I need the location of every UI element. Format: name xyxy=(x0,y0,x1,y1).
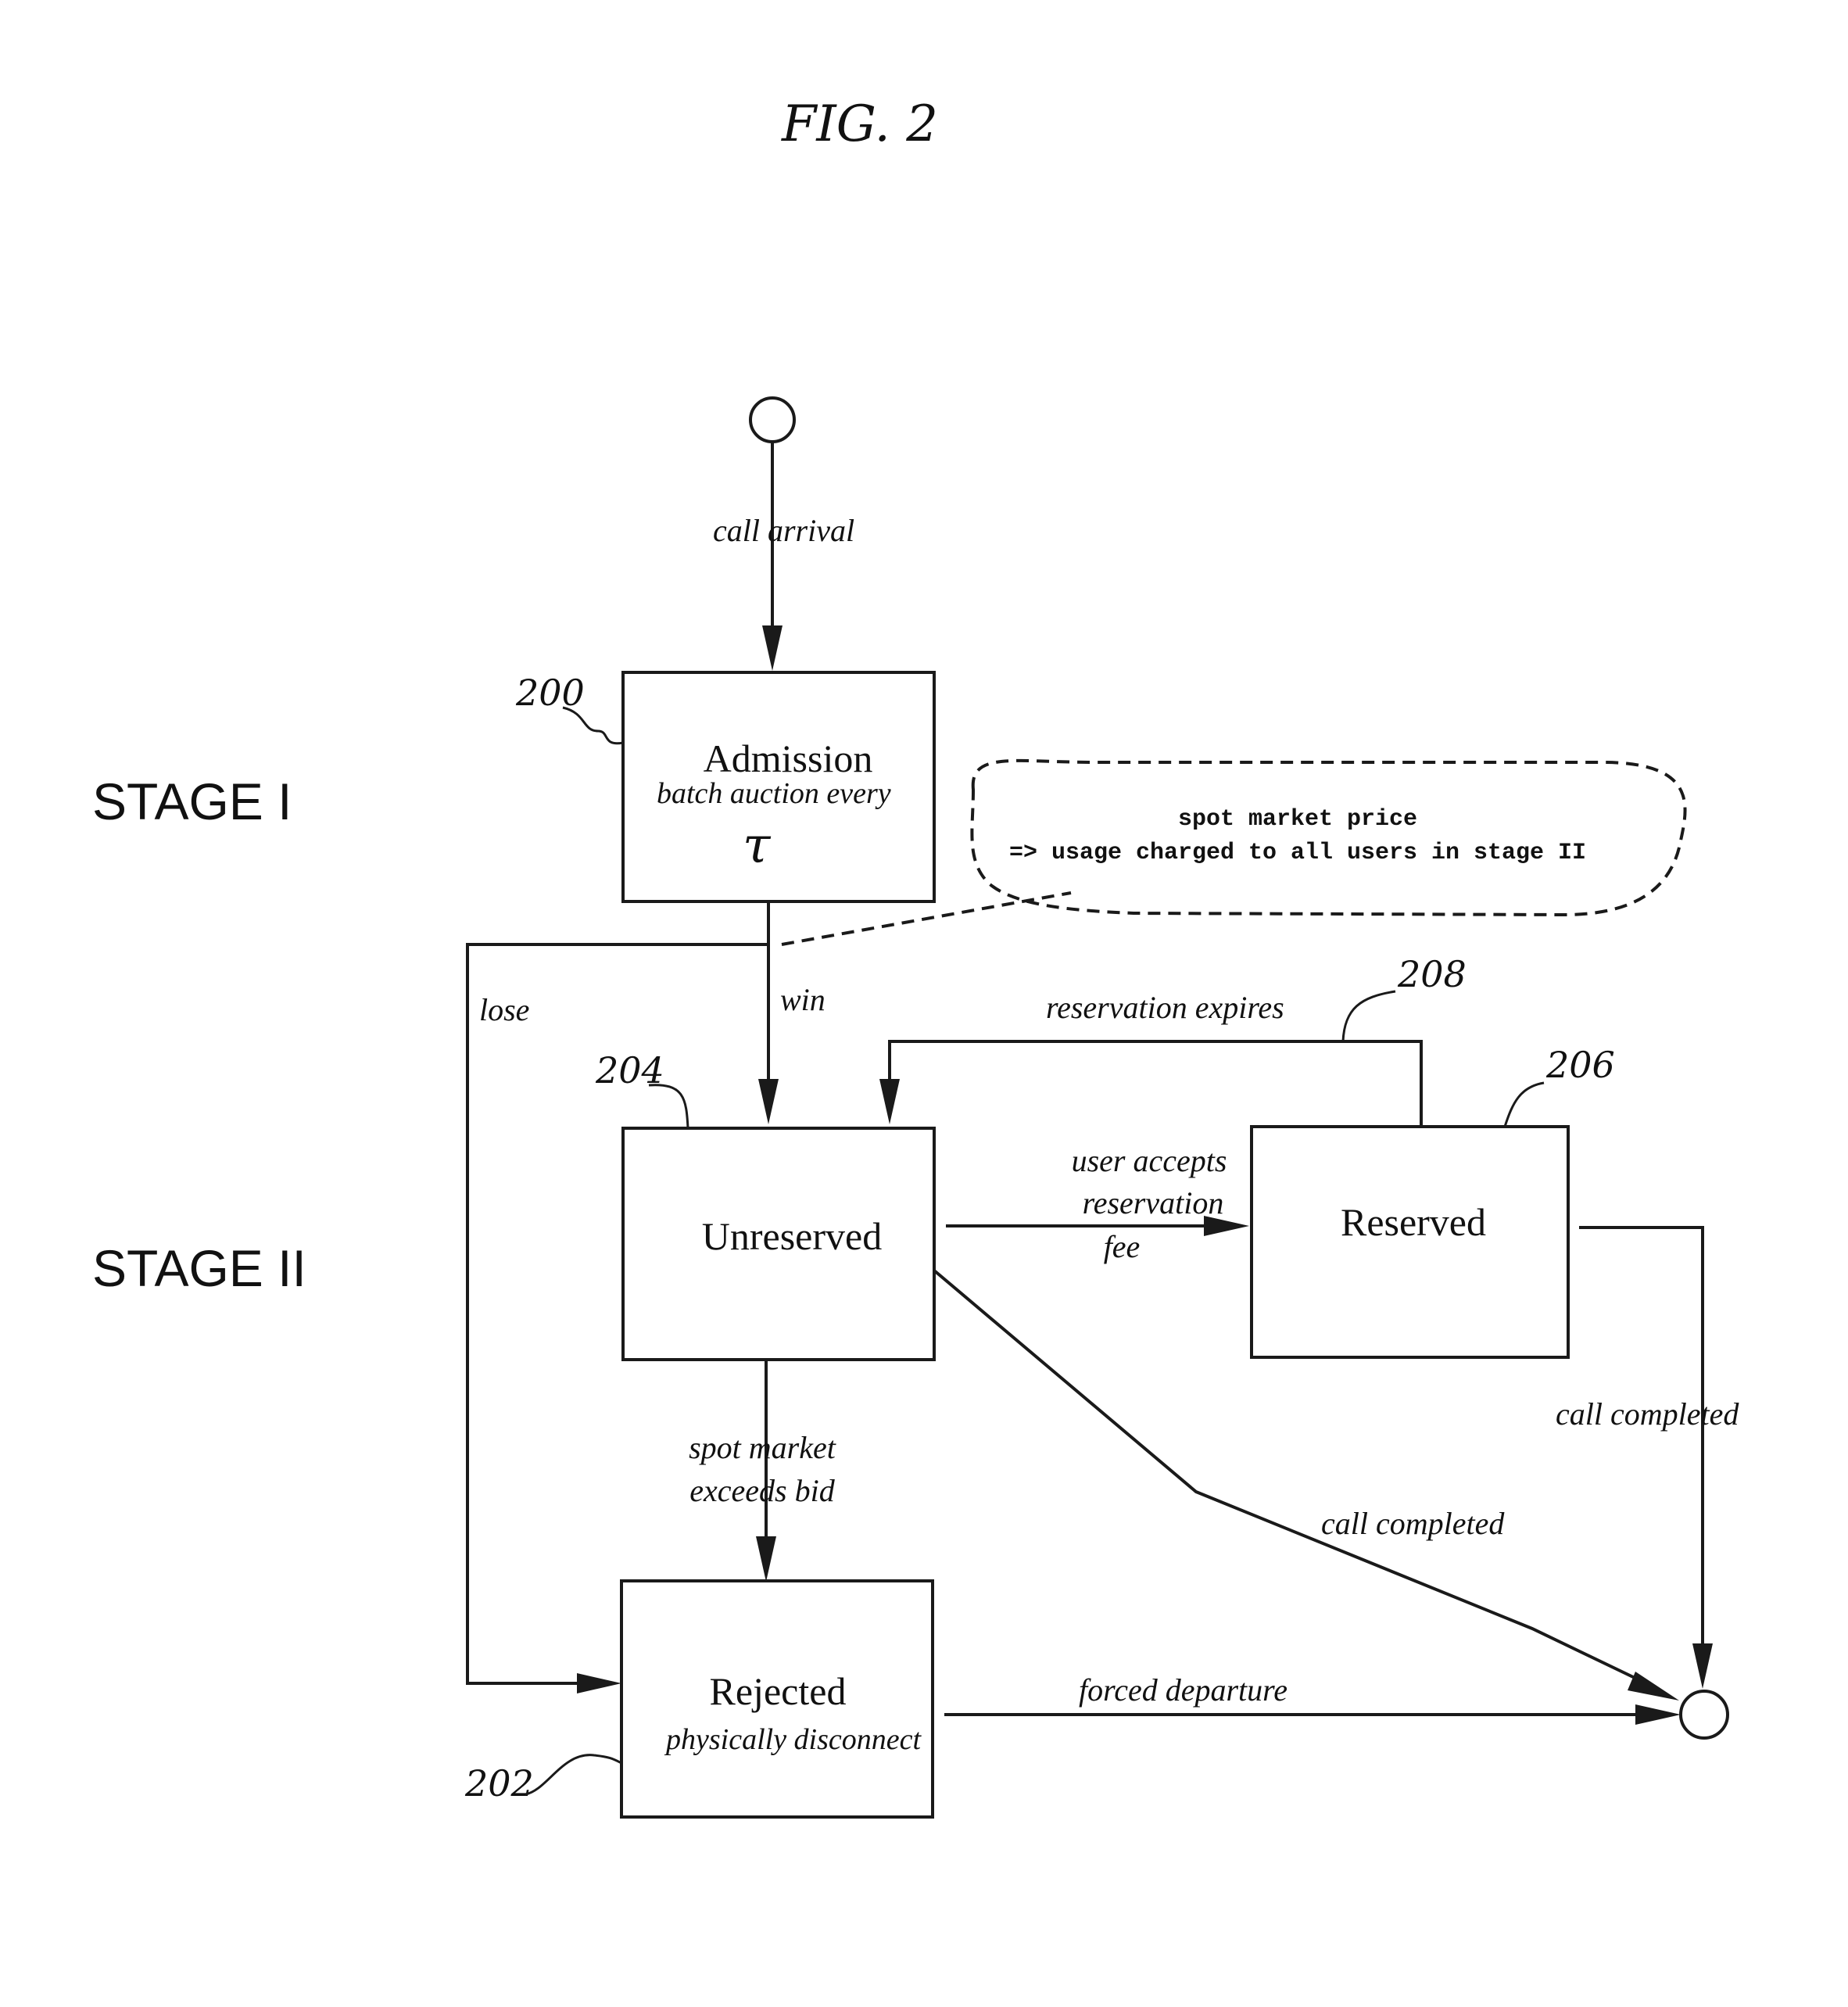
reserved-call-completed-arrowhead xyxy=(1692,1643,1713,1689)
initial-state-circle xyxy=(750,398,794,442)
final-state-circle xyxy=(1681,1691,1728,1738)
reserved-ref: 206 xyxy=(1545,1044,1615,1086)
reservation-expires-label: reservation expires xyxy=(1046,990,1284,1025)
reservation-expires-ref-leader xyxy=(1343,991,1395,1041)
win-label: win xyxy=(780,982,826,1017)
stage-2-label: STAGE II xyxy=(92,1239,306,1297)
spot-market-arrowhead xyxy=(756,1536,776,1582)
callout-line-2: => usage charged to all users in stage I… xyxy=(1009,840,1586,866)
tau-symbol: τ xyxy=(743,817,772,875)
call-completed-right-label: call completed xyxy=(1556,1396,1739,1432)
lose-arrowhead xyxy=(577,1673,621,1693)
user-accepts-label-1: user accepts xyxy=(1072,1143,1227,1178)
callout-bubble xyxy=(972,761,1685,915)
call-arrival-label: call arrival xyxy=(713,513,854,548)
figure-label: FIG. 2 xyxy=(781,95,938,153)
user-accepts-label-3: fee xyxy=(1104,1229,1141,1264)
win-arrowhead xyxy=(758,1079,779,1124)
lose-label: lose xyxy=(479,992,529,1027)
admission-ref: 200 xyxy=(515,672,585,714)
call-completed-diag-label: call completed xyxy=(1321,1506,1505,1541)
unreserved-title: Unreserved xyxy=(702,1214,882,1258)
reserved-title: Reserved xyxy=(1341,1200,1486,1244)
spot-market-label-1: spot market xyxy=(689,1430,836,1465)
reserved-call-completed-path xyxy=(1579,1227,1703,1656)
rejected-subtitle: physically disconnect xyxy=(664,1723,922,1756)
call-arrival-arrowhead xyxy=(762,625,783,671)
callout-line-1: spot market price xyxy=(1178,806,1417,833)
reservation-expires-ref: 208 xyxy=(1397,953,1467,995)
reservation-expires-path xyxy=(890,1041,1421,1127)
admission-title: Admission xyxy=(704,736,873,780)
spot-market-label-2: exceeds bid xyxy=(689,1473,835,1508)
reserved-ref-leader xyxy=(1505,1083,1544,1127)
forced-departure-arrowhead xyxy=(1635,1704,1681,1725)
reservation-expires-arrowhead xyxy=(879,1079,900,1124)
forced-departure-label: forced departure xyxy=(1079,1672,1288,1708)
user-accepts-label-2: reservation xyxy=(1083,1185,1224,1220)
rejected-title: Rejected xyxy=(710,1669,847,1713)
stage-1-label: STAGE I xyxy=(92,772,292,830)
rejected-ref-leader xyxy=(525,1755,621,1794)
unreserved-call-completed-arrowhead xyxy=(1628,1672,1679,1701)
admission-subtitle: batch auction every xyxy=(657,777,891,810)
rejected-ref: 202 xyxy=(464,1762,534,1805)
